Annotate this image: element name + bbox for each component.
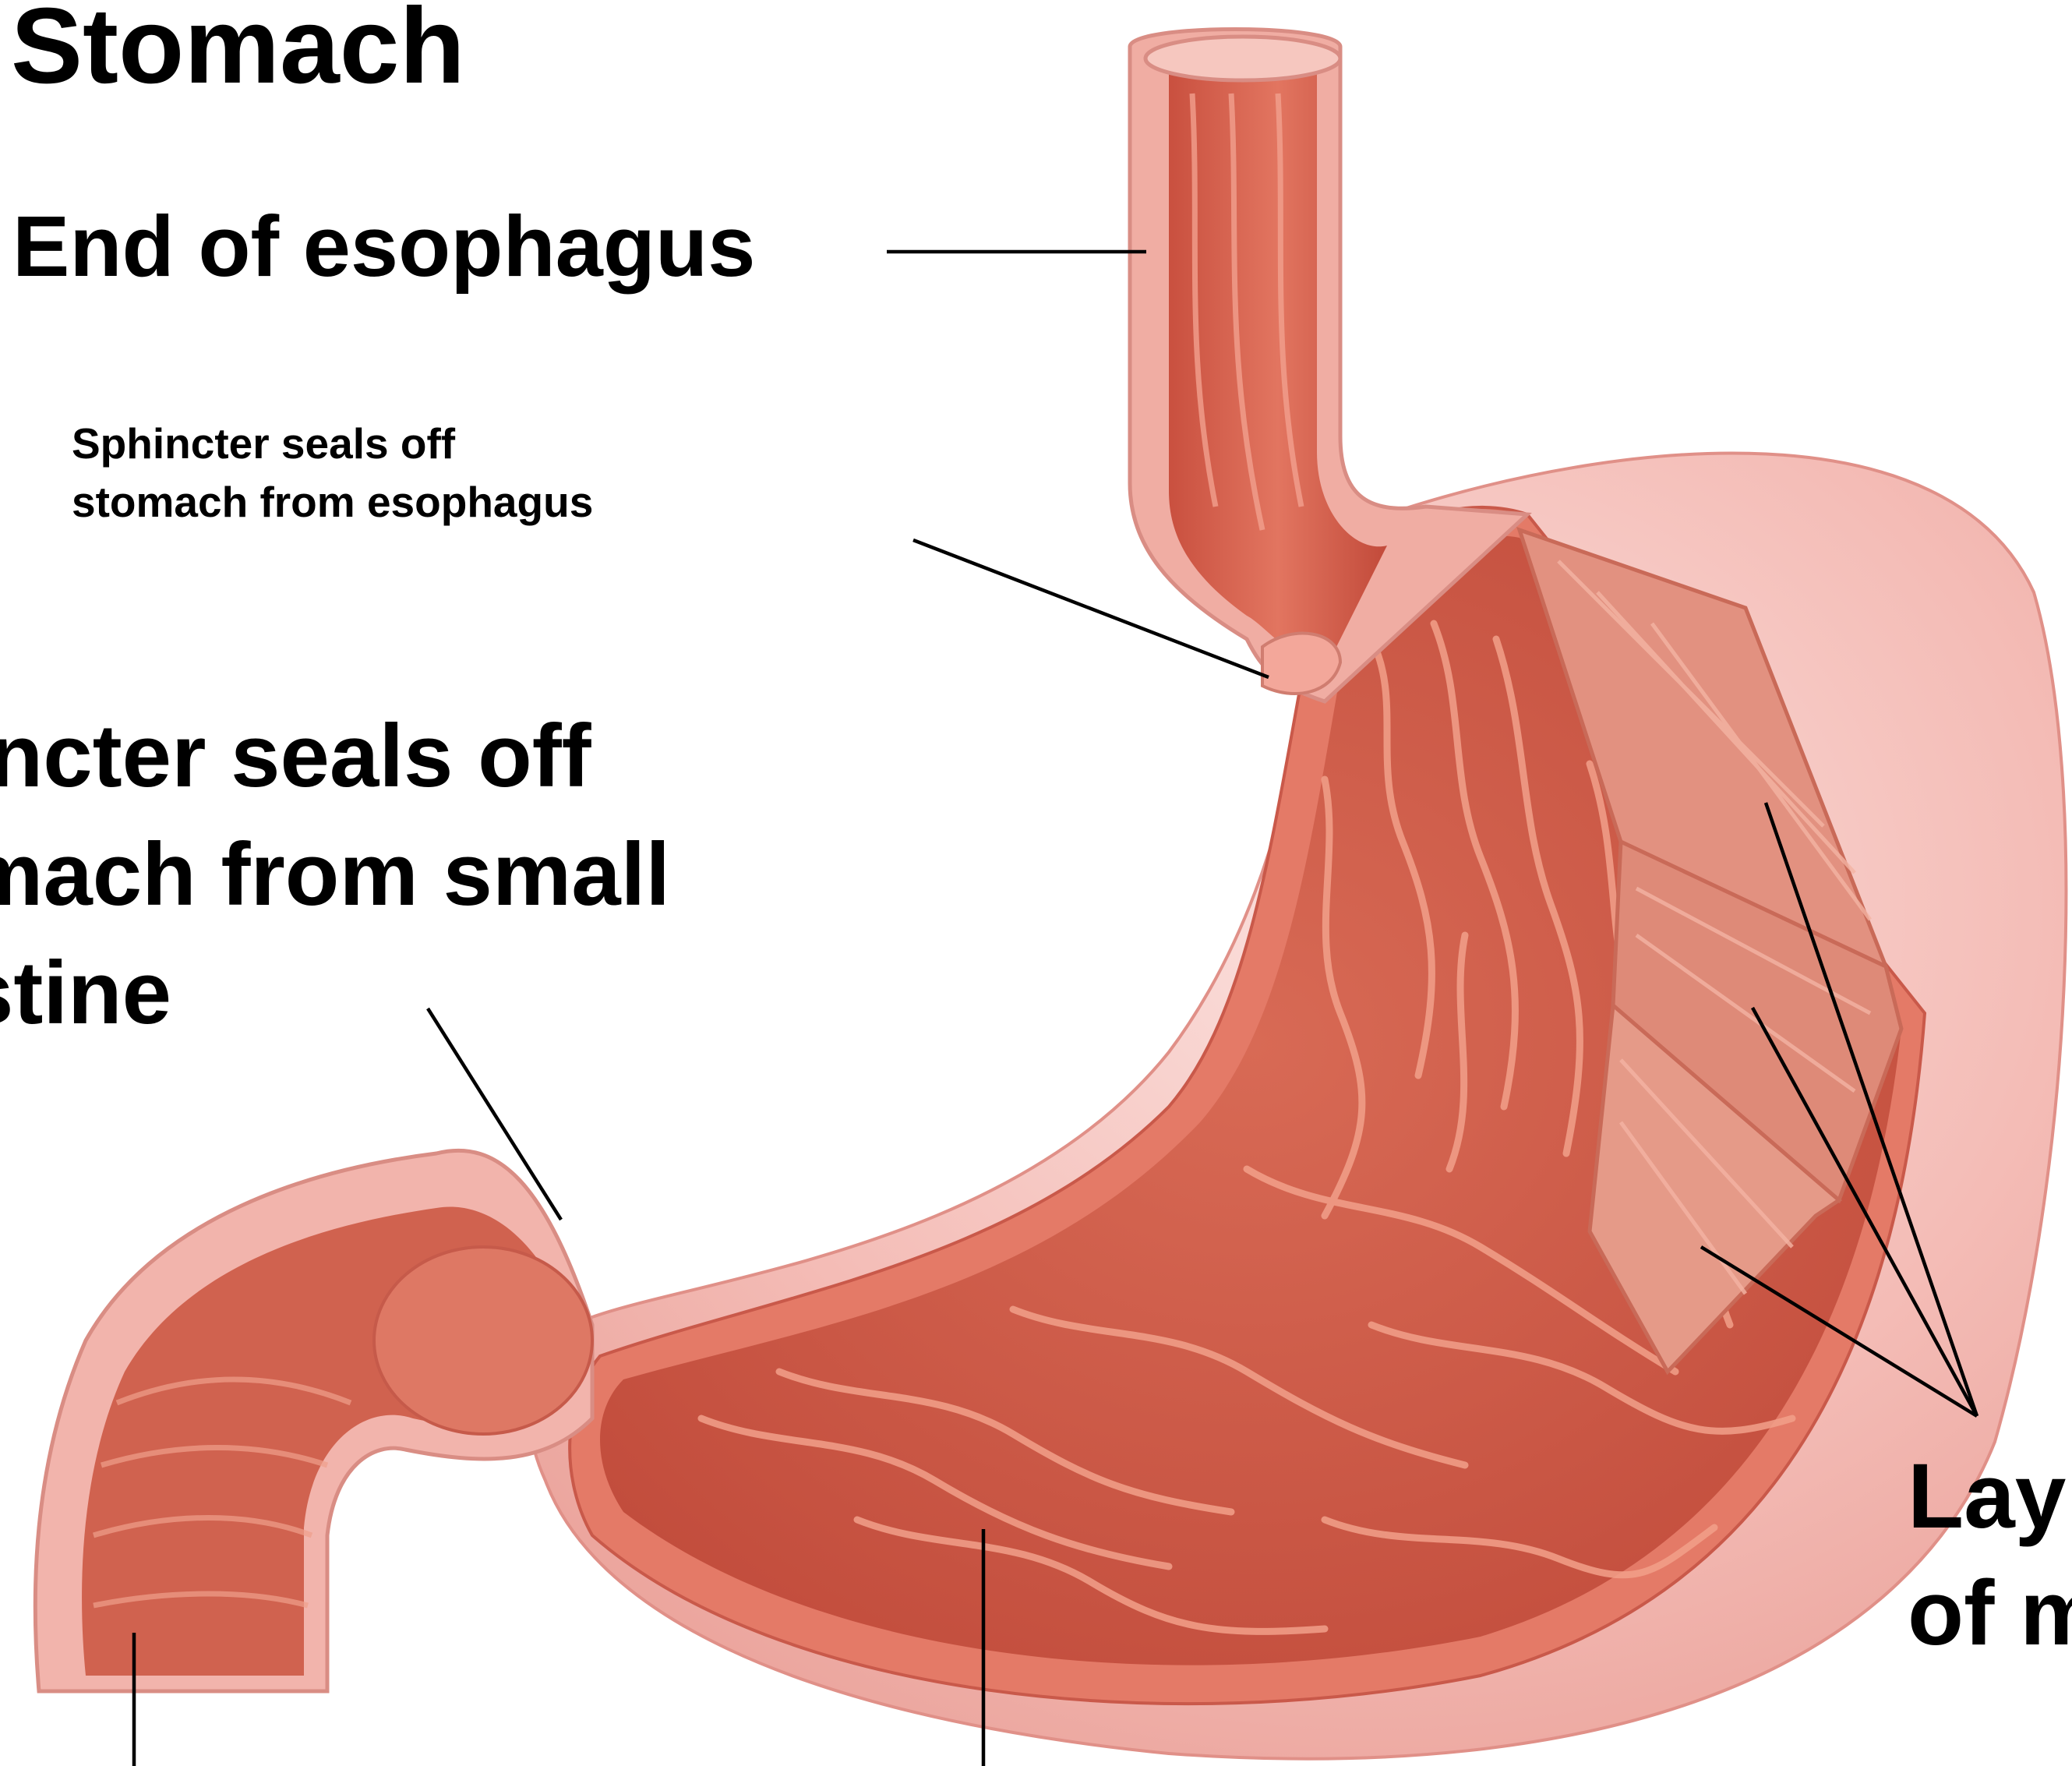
label-sphincter-intestine: incter seals off mach from small stine [0,698,670,1053]
label-line: incter seals off [0,698,670,816]
label-sphincter-esophagus: Sphincter seals off stomach from esophag… [72,415,593,532]
pyloric-sphincter [374,1247,592,1434]
label-line: stine [0,934,670,1053]
label-line: Sphincter seals off [72,415,593,473]
page-title: Stomach [11,0,465,100]
label-end-of-esophagus: End of esophagus [12,204,755,290]
label-line: stomach from esophagus [72,473,593,532]
esophagus-opening [1145,37,1340,80]
label-muscle-layers: Lay of m [1908,1438,2072,1672]
label-line: of m [1908,1555,2072,1672]
label-line: mach from small [0,816,670,934]
label-line: Lay [1908,1438,2072,1555]
